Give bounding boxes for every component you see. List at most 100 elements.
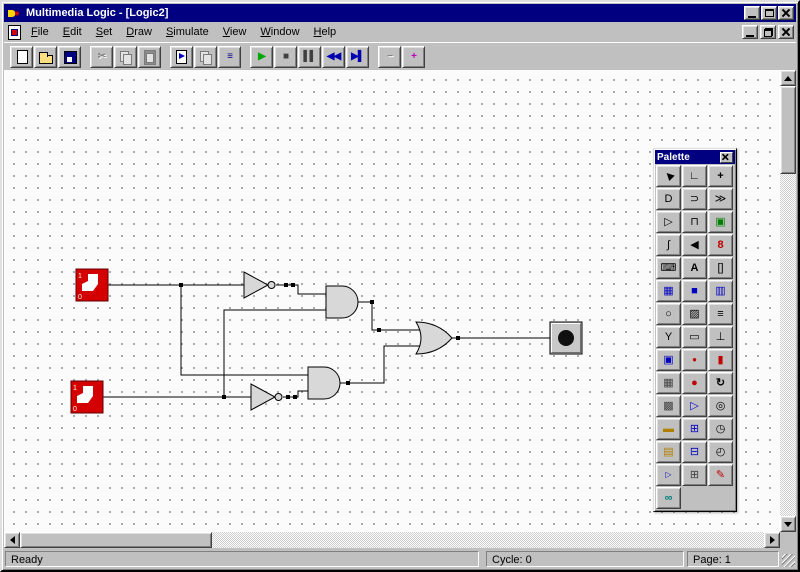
palette-terminal-tool[interactable]: ⊥ [708, 326, 733, 348]
not-gate[interactable] [250, 383, 283, 411]
single-step-button[interactable] [194, 45, 217, 68]
palette-keypad-tool[interactable]: ⊞ [682, 464, 707, 486]
wire-junction[interactable] [179, 283, 183, 287]
palette-pager-tool[interactable]: ⊟ [682, 441, 707, 463]
wire-junction[interactable] [346, 381, 350, 385]
wire-junction[interactable] [377, 328, 381, 332]
vertical-scroll-track[interactable] [780, 86, 796, 516]
wire[interactable] [358, 301, 424, 331]
and-gate[interactable] [307, 366, 341, 400]
menu-set[interactable]: Set [95, 26, 113, 38]
palette-text-tool[interactable]: A [682, 257, 707, 279]
menu-view[interactable]: View [222, 26, 247, 38]
palette-xor-gate-tool[interactable]: ≫ [708, 188, 733, 210]
palette-link-tool[interactable]: ∞ [656, 487, 681, 509]
wire-junction[interactable] [222, 395, 226, 399]
palette-wire-tool[interactable]: ∟ [682, 165, 707, 187]
open-button[interactable] [34, 45, 57, 68]
zoom-in-button[interactable]: + [402, 45, 425, 68]
palette-and-gate-tool[interactable]: D [656, 188, 681, 210]
copy-button[interactable] [114, 45, 137, 68]
wire-junction[interactable] [370, 300, 374, 304]
palette-pointer-tool[interactable]: ◀ [656, 165, 681, 187]
new-button[interactable] [10, 45, 33, 68]
palette-bitmap-tool[interactable]: ■ [682, 280, 707, 302]
and-gate[interactable] [325, 285, 359, 319]
wire[interactable] [180, 285, 308, 376]
palette-dip-switch-tool[interactable]: ▦ [656, 372, 681, 394]
palette-flag-tool[interactable]: ▷ [682, 395, 707, 417]
palette-hex-display-tool[interactable]: ▣ [656, 349, 681, 371]
palette-keyboard-tool[interactable]: ⌨ [656, 257, 681, 279]
palette-oscillator-tool[interactable]: ⊓ [682, 211, 707, 233]
menu-edit[interactable]: Edit [62, 26, 82, 38]
palette-window[interactable]: Palette ◀∟+D⊃≫▷⊓▣∫◀8⌨A[]▦■▥○▨≡Y▭⊥▣●▮▦●↻▩… [653, 148, 737, 512]
palette-probe-tool[interactable]: ∫ [656, 234, 681, 256]
menu-draw[interactable]: Draw [126, 26, 152, 38]
menu-file[interactable]: File [31, 26, 49, 38]
palette-ascii-display-tool[interactable]: [] [708, 257, 733, 279]
document-icon[interactable] [7, 25, 21, 40]
app-icon[interactable] [6, 6, 22, 20]
mdi-minimize-button[interactable] [742, 25, 758, 39]
palette-clock-tool[interactable]: ◷ [708, 418, 733, 440]
palette-copy-page-tool[interactable]: ⊞ [682, 418, 707, 440]
pause-button[interactable]: ▌▌ [298, 45, 321, 68]
scroll-up-button[interactable] [780, 70, 796, 86]
palette-ground-tool[interactable]: ≡ [708, 303, 733, 325]
wire-junction[interactable] [291, 283, 295, 287]
wire[interactable] [340, 345, 424, 384]
horizontal-scrollbar[interactable] [4, 532, 780, 548]
vertical-scroll-thumb[interactable] [780, 86, 796, 174]
step-forward-button[interactable]: ▶▌ [346, 45, 369, 68]
palette-rotate-tool[interactable]: ↻ [708, 372, 733, 394]
palette-junction-tool[interactable]: + [708, 165, 733, 187]
palette-led-tool[interactable]: ● [682, 349, 707, 371]
horizontal-scroll-thumb[interactable] [20, 532, 212, 548]
wire-junction[interactable] [456, 336, 460, 340]
palette-push-button-tool[interactable]: ● [682, 372, 707, 394]
palette-rom-tool[interactable]: ▤ [656, 441, 681, 463]
scroll-down-button[interactable] [780, 516, 796, 532]
scroll-right-button[interactable] [764, 532, 780, 548]
menu-help[interactable]: Help [313, 26, 337, 38]
menu-window[interactable]: Window [260, 26, 300, 38]
palette-pencil-tool[interactable]: ✎ [708, 464, 733, 486]
palette-speaker-tool[interactable]: ◀ [682, 234, 707, 256]
palette-box-tool[interactable]: ▭ [682, 326, 707, 348]
options-button[interactable]: ≡ [218, 45, 241, 68]
palette-timer-tool[interactable]: ◴ [708, 441, 733, 463]
horizontal-scroll-track[interactable] [20, 532, 764, 548]
palette-seven-segment-tool[interactable]: 8 [708, 234, 733, 256]
wire-junction[interactable] [286, 395, 290, 399]
palette-trigger-tool[interactable]: ▷ [656, 464, 681, 486]
palette-chip-tool[interactable]: ▩ [656, 395, 681, 417]
wire[interactable] [223, 309, 326, 397]
palette-node-tool[interactable]: ○ [656, 303, 681, 325]
switch-input[interactable]: 10 [70, 380, 104, 414]
maximize-button[interactable] [761, 6, 777, 20]
palette-bargraph-tool[interactable]: ▮ [708, 349, 733, 371]
palette-ram-tool[interactable]: ▬ [656, 418, 681, 440]
palette-pattern-tool[interactable]: ▨ [682, 303, 707, 325]
play-button[interactable]: ▶ [250, 45, 273, 68]
not-gate[interactable] [243, 271, 276, 299]
paste-button[interactable] [138, 45, 161, 68]
zoom-out-button[interactable]: − [378, 45, 401, 68]
rewind-button[interactable]: ◀◀ [322, 45, 345, 68]
palette-close-button[interactable] [720, 151, 733, 163]
palette-switch-tool[interactable]: ▣ [708, 211, 733, 233]
minimize-button[interactable] [744, 6, 760, 20]
mdi-close-button[interactable] [778, 25, 794, 39]
palette-counter-display-tool[interactable]: ▥ [708, 280, 733, 302]
cut-button[interactable]: ✂ [90, 45, 113, 68]
led-output[interactable] [549, 321, 583, 355]
palette-not-gate-tool[interactable]: ▷ [656, 211, 681, 233]
palette-led-matrix-tool[interactable]: ▦ [656, 280, 681, 302]
switch-input[interactable]: 10 [75, 268, 109, 302]
palette-title-bar[interactable]: Palette [655, 150, 735, 164]
simulate-button[interactable] [170, 45, 193, 68]
save-button[interactable] [58, 45, 81, 68]
wire[interactable] [276, 284, 326, 295]
